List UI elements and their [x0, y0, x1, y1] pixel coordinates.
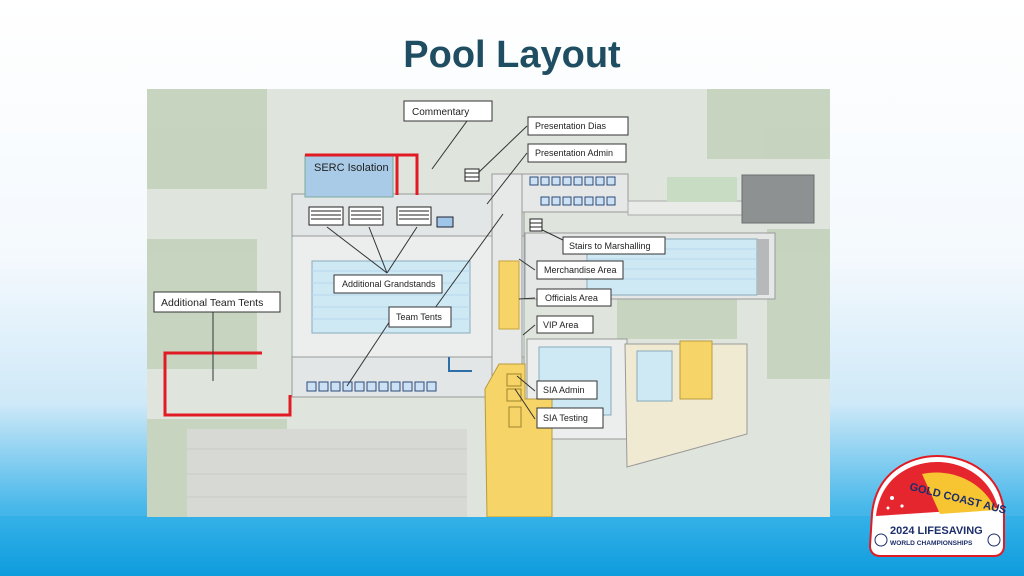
commentary-box	[436, 216, 454, 228]
team-tent-squares	[306, 381, 437, 392]
presentation-dias-label: Presentation Dias	[535, 121, 607, 131]
pool-layout-map: Commentary Presentation Dias Presentatio…	[147, 89, 830, 517]
stairs-label: Stairs to Marshalling	[569, 241, 651, 251]
sia-admin-label: SIA Admin	[543, 385, 585, 395]
vip-label: VIP Area	[543, 320, 578, 330]
presentation-admin-label-box	[527, 143, 627, 163]
serc-building	[304, 154, 394, 198]
event-logo: GOLD COAST AUS 2024 LIFESAVING WORLD CHA…	[868, 454, 1007, 557]
stairs-label-box	[562, 236, 666, 255]
merchandise-label: Merchandise Area	[544, 265, 617, 275]
grandstands-label-box	[333, 274, 443, 294]
vip-label-box	[536, 315, 594, 334]
logo-text-lifesaving: 2024 LIFESAVING	[890, 525, 983, 537]
dive-pool	[636, 350, 673, 402]
merchandise-label-box	[536, 260, 624, 280]
logo-stars	[886, 496, 904, 510]
team-tents-label: Team Tents	[396, 312, 442, 322]
presentation-admin-label: Presentation Admin	[535, 148, 613, 158]
additional-tents-label-box	[153, 291, 281, 313]
sia-zone	[484, 363, 553, 517]
serc-boundary	[305, 153, 419, 195]
commentary-label-box	[403, 100, 493, 122]
green-court	[667, 177, 737, 202]
logo-left-emblem	[874, 533, 888, 547]
logo-text-world: WORLD CHAMPIONSHIPS	[890, 540, 973, 547]
officials-label-box	[536, 288, 612, 307]
officials-zone	[498, 260, 520, 330]
sia-testing-label-box	[536, 407, 604, 429]
footer-band	[0, 516, 1024, 576]
serc-isolation-label: SERC Isolation	[314, 162, 389, 174]
logo-yellow-arc	[922, 472, 996, 514]
dias-icon	[464, 168, 480, 182]
presentation-dias-label-box	[527, 116, 629, 136]
presentation-squares	[529, 176, 616, 206]
page-title: Pool Layout	[403, 34, 621, 76]
carpark	[187, 429, 467, 517]
grandstands	[308, 206, 432, 226]
commentary-label: Commentary	[412, 107, 469, 118]
grandstands-label: Additional Grandstands	[342, 279, 436, 289]
plant-building	[741, 174, 815, 224]
sia-admin-label-box	[536, 380, 598, 400]
vegetation	[147, 89, 830, 517]
additional-tents-boundary	[163, 351, 292, 417]
additional-tents-label: Additional Team Tents	[161, 297, 263, 309]
logo-right-emblem	[987, 533, 1001, 547]
stairs-icon	[529, 218, 543, 232]
team-tents-label-box	[388, 306, 452, 328]
sia-testing-label: SIA Testing	[543, 413, 588, 423]
dive-yellow	[679, 340, 713, 400]
officials-label: Officials Area	[545, 293, 598, 303]
